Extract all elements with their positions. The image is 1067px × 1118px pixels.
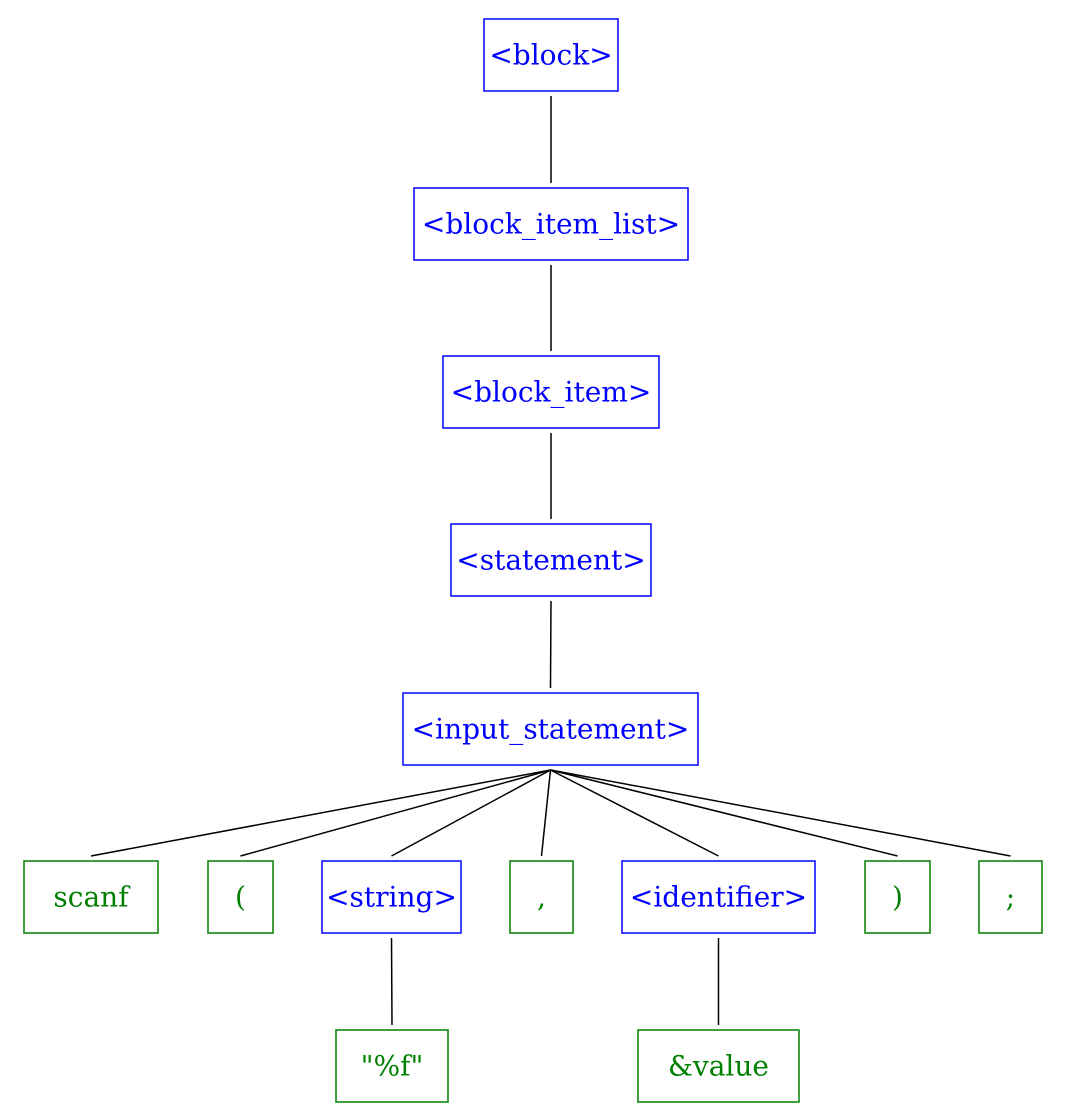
node-label-rparen: ) <box>892 881 903 914</box>
node-box-semicolon <box>978 860 1043 934</box>
node-box-identifier <box>621 860 816 934</box>
edge-input-statement-to-lparen <box>240 769 551 857</box>
node-label-scanf: scanf <box>53 881 131 914</box>
node-box-string <box>321 860 462 934</box>
nonterminal-node-string: <string> <box>321 860 462 934</box>
node-label-semicolon: ; <box>1006 881 1015 914</box>
node-box-input-statement <box>402 692 699 766</box>
node-label-lparen: ( <box>235 881 246 914</box>
edge-input-statement-to-rparen <box>550 769 898 857</box>
node-box-block-item-list <box>413 187 689 261</box>
node-box-value <box>637 1029 800 1103</box>
node-box-comma <box>509 860 574 934</box>
node-label-input-statement: <input_statement> <box>412 713 690 746</box>
node-label-identifier: <identifier> <box>630 881 807 914</box>
nonterminal-node-input-statement: <input_statement> <box>402 692 699 766</box>
node-label-block-item-list: <block_item_list> <box>422 208 680 241</box>
terminal-node-semicolon: ; <box>978 860 1043 934</box>
terminal-node-rparen: ) <box>864 860 931 934</box>
edge-input-statement-to-comma <box>540 769 552 857</box>
node-label-block: <block> <box>489 39 612 72</box>
tree-edges <box>90 96 1011 1026</box>
edge-input-statement-to-semicolon <box>550 769 1011 857</box>
node-box-lparen <box>207 860 274 934</box>
node-box-block-item <box>442 355 660 429</box>
node-box-scanf <box>23 860 159 934</box>
edge-string-to-fmt <box>390 937 393 1026</box>
edge-input-statement-to-string <box>391 769 551 857</box>
terminal-node-lparen: ( <box>207 860 274 934</box>
terminal-node-comma: , <box>509 860 574 934</box>
nonterminal-node-block-item-list: <block_item_list> <box>413 187 689 261</box>
tree-nodes: <block> <block_item_list> <block_item> <sta… <box>23 18 1043 1103</box>
node-box-rparen <box>864 860 931 934</box>
edge-input-statement-to-scanf <box>90 769 551 857</box>
terminal-node-scanf: scanf <box>23 860 159 934</box>
node-label-statement: <statement> <box>456 544 645 577</box>
node-label-string: <string> <box>326 881 457 914</box>
node-label-fmt: "%f" <box>361 1050 424 1083</box>
node-label-block-item: <block_item> <box>451 376 652 409</box>
nonterminal-node-block-item: <block_item> <box>442 355 660 429</box>
edge-input-statement-to-identifier <box>550 769 719 857</box>
node-label-value: &value <box>668 1050 769 1083</box>
terminal-node-value: &value <box>637 1029 800 1103</box>
nonterminal-node-statement: <statement> <box>450 523 652 597</box>
nonterminal-node-identifier: <identifier> <box>621 860 816 934</box>
node-box-statement <box>450 523 652 597</box>
nonterminal-node-block: <block> <box>483 18 619 92</box>
node-label-comma: , <box>537 881 546 914</box>
node-box-block <box>483 18 619 92</box>
node-box-fmt <box>335 1029 449 1103</box>
edge-statement-to-input-statement <box>549 600 552 689</box>
terminal-node-fmt: "%f" <box>335 1029 449 1103</box>
